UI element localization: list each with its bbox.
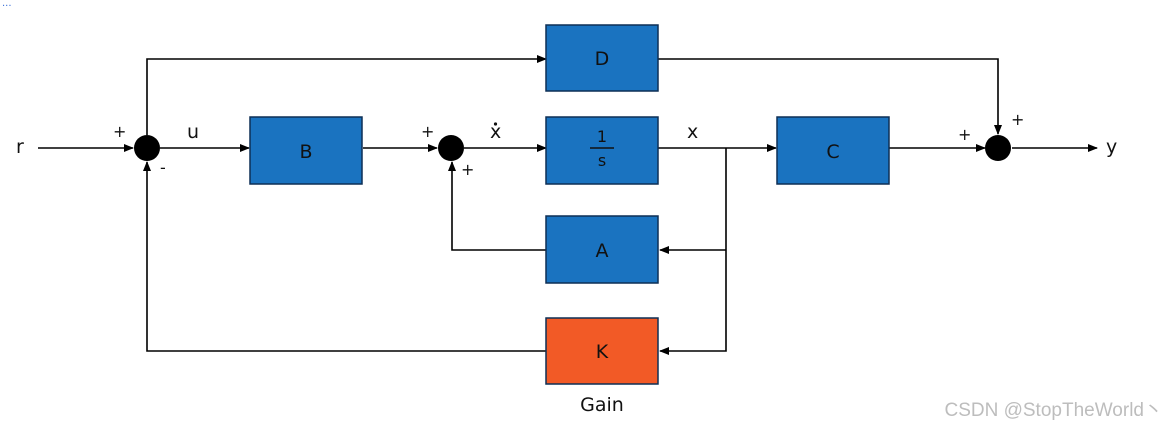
sum3-left-plus-sign: + xyxy=(958,125,971,144)
signal-xdot-label: x xyxy=(490,121,501,143)
sum3-top-plus-sign: + xyxy=(1011,110,1024,129)
signal-r-label: r xyxy=(16,136,24,158)
block-b xyxy=(249,116,363,185)
block-b-label: B xyxy=(299,141,312,163)
block-d-label: D xyxy=(595,48,610,70)
block-k-label: K xyxy=(596,341,609,363)
block-a-label: A xyxy=(596,240,609,262)
integrator-denominator: s xyxy=(598,151,606,170)
wire-feedthrough-to-d xyxy=(146,55,547,135)
signal-u-label: u xyxy=(187,121,199,143)
sum1-minus-sign: - xyxy=(160,158,166,177)
wire-k-to-sum1 xyxy=(143,161,546,352)
summing-junction-input xyxy=(134,135,160,161)
sum2-bottom-plus-sign: + xyxy=(461,160,474,179)
gain-caption: Gain xyxy=(580,394,624,416)
block-k-gain xyxy=(545,317,659,385)
summing-junction-output xyxy=(985,135,1011,161)
wire-a-to-sum2 xyxy=(448,161,546,251)
block-c xyxy=(776,116,890,185)
summing-junction-state xyxy=(438,135,464,161)
signal-x-label: x xyxy=(687,121,698,143)
wire-x-to-k xyxy=(659,148,727,355)
integrator-numerator: 1 xyxy=(597,127,607,146)
sum2-left-plus-sign: + xyxy=(421,122,434,141)
sum1-plus-sign: + xyxy=(113,122,126,141)
corner-fragment: ... xyxy=(2,0,12,9)
wires xyxy=(38,55,1098,355)
signal-y-label: y xyxy=(1106,136,1117,158)
block-d xyxy=(545,24,659,92)
block-a xyxy=(545,215,659,284)
wire-d-to-sum3 xyxy=(658,58,1002,135)
block-integrator xyxy=(545,116,659,185)
watermark: CSDN @StopTheWorld丶 xyxy=(944,400,1163,421)
block-c-label: C xyxy=(826,141,839,163)
derivative-dot xyxy=(493,122,498,126)
